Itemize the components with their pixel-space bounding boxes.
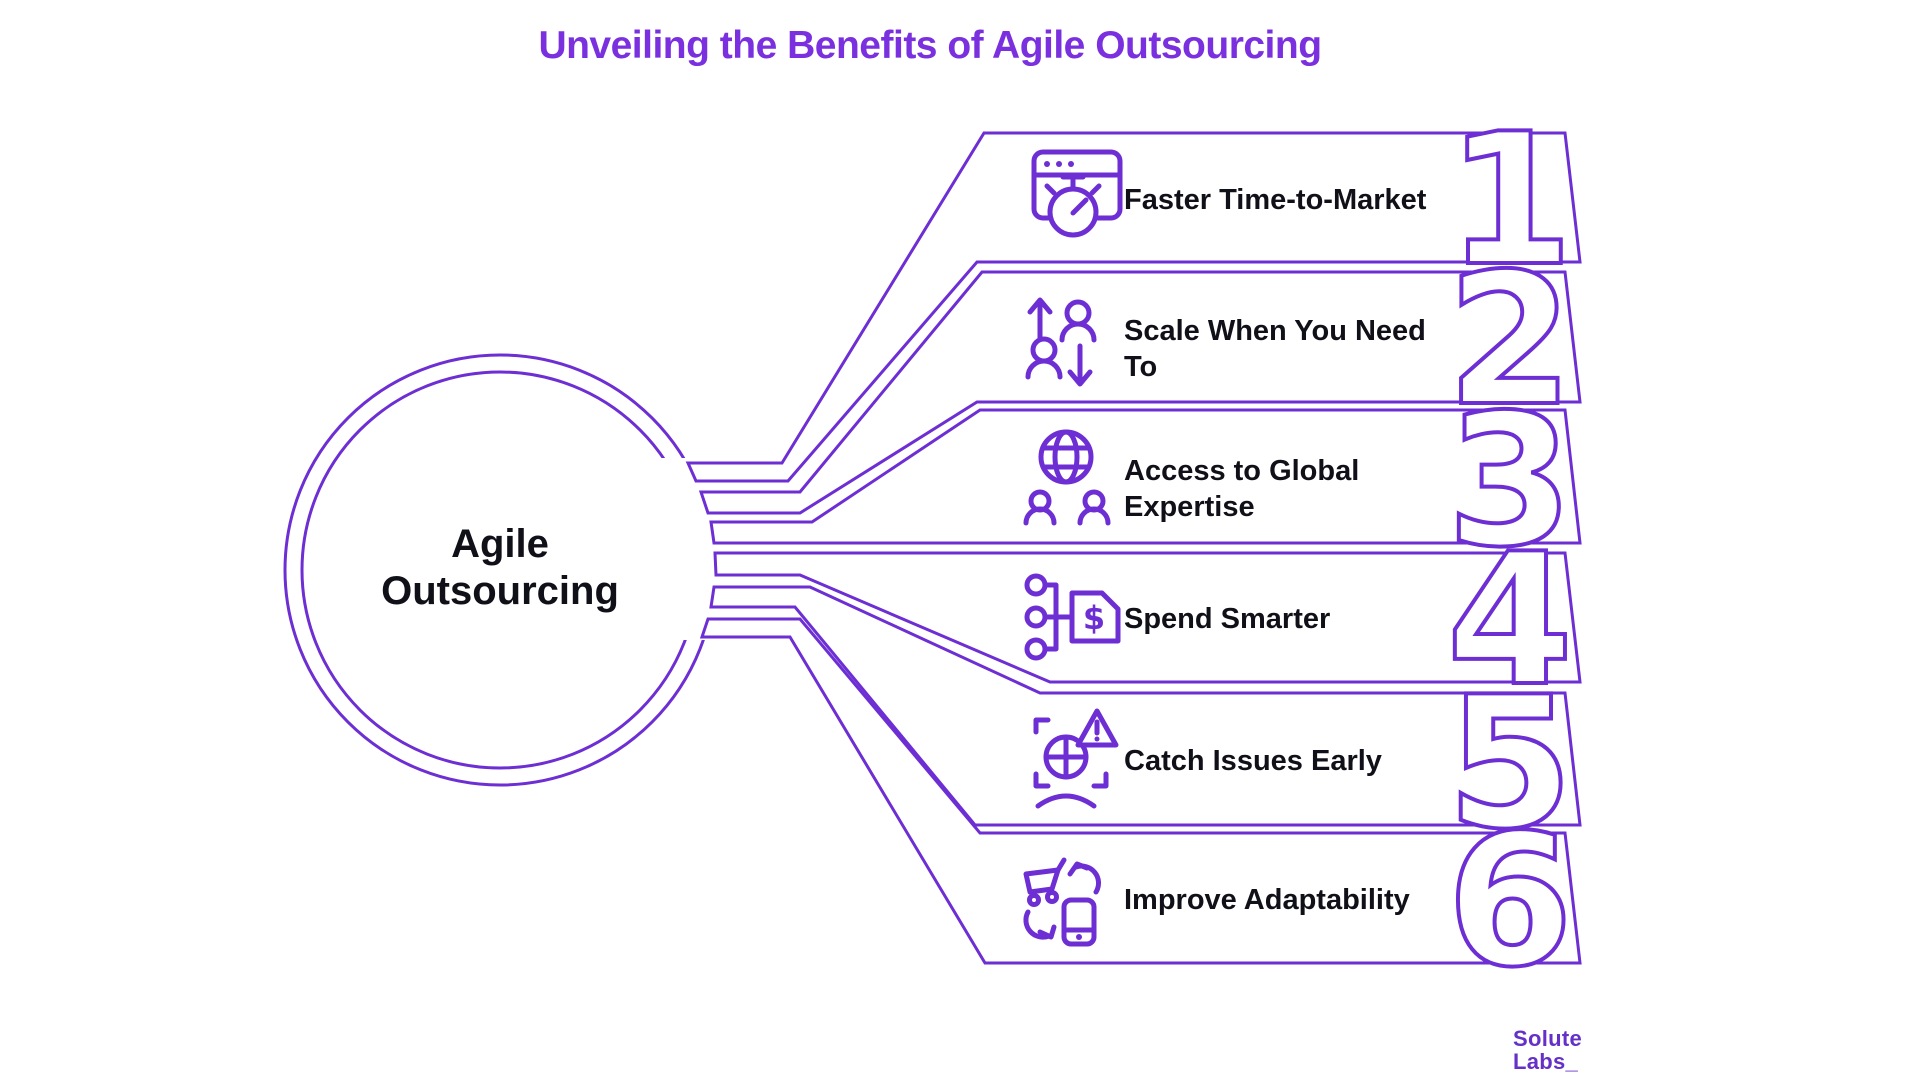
band-number-5: 5	[1447, 657, 1574, 869]
band-numbers: 1 2 3 4 5 6	[1445, 92, 1576, 1009]
page-title: Unveiling the Benefits of Agile Outsourc…	[538, 24, 1321, 67]
band-label-4: Spend Smarter	[1124, 603, 1330, 635]
band-shape-5	[709, 585, 1582, 827]
band-number-3: 3	[1447, 375, 1574, 587]
logo-line2: Labs_	[1513, 1049, 1579, 1074]
band-label-2-line2: To	[1124, 351, 1157, 383]
band-shape-2	[698, 270, 1582, 515]
browser-stopwatch-icon	[1031, 149, 1123, 238]
globe-scan-warning-icon	[1033, 708, 1119, 809]
hub-label: Agile Outsourcing	[381, 522, 619, 613]
band-label-3-line1: Access to Global	[1124, 455, 1359, 487]
band-number-6: 6	[1447, 795, 1574, 1007]
hub-label-line1: Agile	[451, 522, 549, 566]
band-number-2: 2	[1447, 234, 1574, 446]
team-scale-arrows-icon	[1025, 297, 1097, 387]
band-labels: Faster Time-to-Market Scale When You Nee…	[1124, 184, 1427, 916]
solutelabs-logo: Solute Labs_	[1513, 1026, 1582, 1074]
benefit-bands	[685, 131, 1582, 965]
band-shape-4	[713, 551, 1582, 684]
band-shape-3	[709, 408, 1582, 545]
globe-people-icon	[1023, 429, 1111, 526]
band-label-1: Faster Time-to-Market	[1124, 184, 1427, 216]
dollar-symbol: $	[1083, 599, 1105, 637]
hub-label-line2: Outsourcing	[381, 569, 619, 613]
logo-line1: Solute	[1513, 1026, 1582, 1051]
band-label-3-line2: Expertise	[1124, 491, 1255, 523]
hub-notch-zone	[652, 458, 736, 640]
band-shape-1	[685, 131, 1582, 483]
band-label-2-line1: Scale When You Need	[1124, 315, 1426, 347]
band-number-1: 1	[1447, 94, 1574, 306]
nodes-price-tag-icon: $	[1024, 573, 1121, 661]
band-number-4: 4	[1447, 514, 1574, 726]
band-shape-6	[699, 617, 1582, 965]
band-label-6: Improve Adaptability	[1124, 884, 1410, 916]
cart-refresh-phone-icon	[1023, 857, 1102, 947]
band-label-5: Catch Issues Early	[1124, 745, 1382, 777]
